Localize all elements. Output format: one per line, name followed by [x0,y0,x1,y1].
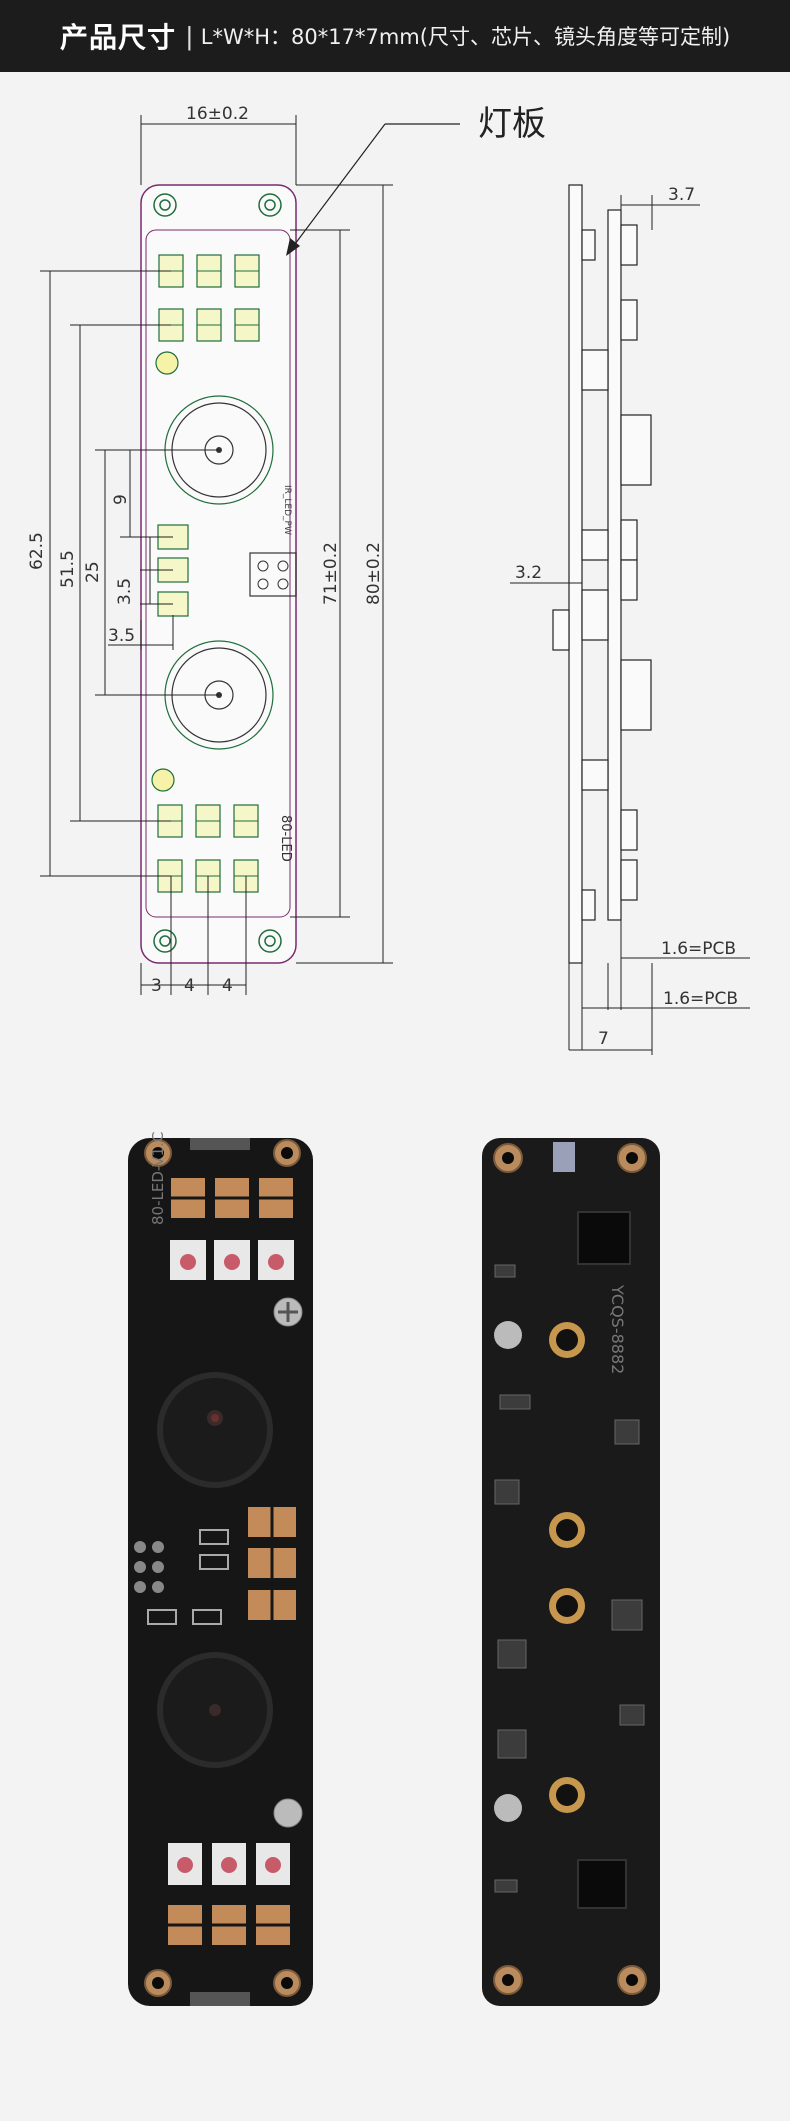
callout-arrow [286,123,460,256]
dim-80: 80±0.2 [364,542,384,605]
dim-9: 9 [111,494,131,505]
side-pcb-2 [607,209,622,921]
title-bar: 产品尺寸 | L*W*H：80*17*7mm(尺寸、芯片、镜头角度等可定制) [0,0,790,72]
dim-side-pcb-2: 1.6=PCB [663,989,738,1009]
back-components [494,1264,645,1893]
front-switch-pins [134,1541,164,1593]
side-drawing: 3.7 3.2 1.6=PCB 1.6=PCB 7 [510,184,750,1055]
dim-51-5: 51.5 [58,550,78,588]
dim-side-3-7: 3.7 [668,185,695,205]
back-screw-head-top [494,1321,522,1349]
back-board [482,1138,660,2006]
dim-side-3-2: 3.2 [515,563,542,583]
front-bottom-connector [190,1992,250,2006]
front-lens-1 [157,1372,273,1488]
back-ic-top [577,1211,631,1265]
dim-3-5-vertical: 3.5 [115,578,135,605]
screw-square [249,552,297,597]
front-board [128,1138,313,2006]
back-board-photo: YCQS-8882 [482,1138,660,2006]
front-board-photo: 80-LED-V1.C [128,1132,313,2006]
board-inner-outline [145,229,291,918]
callout-label: 灯板 [478,104,546,144]
bottom-sensor-led [151,768,175,792]
dim-side-7: 7 [598,1029,609,1049]
header-separator: | [186,20,193,51]
dim-bottom-4b: 4 [222,976,233,996]
front-screw-bottom [273,1798,303,1828]
mount-holes [153,193,282,953]
back-sensor-chip [553,1142,575,1172]
dim-bottom-4a: 4 [184,976,195,996]
front-bottom-ir-leds [168,1843,290,1885]
front-lens-2 [157,1652,273,1768]
header-spec: L*W*H：80*17*7mm(尺寸、芯片、镜头角度等可定制) [200,25,731,49]
board-silk-bottom: 80-LED [278,815,293,862]
dimension-lines [40,115,393,995]
board-silk-top: IR_LED_PW [282,485,292,535]
back-silk-text: YCQS-8882 [608,1284,627,1374]
front-drawing: IR_LED_PW 80-LED [27,104,546,996]
front-silk-text: 80-LED-V1.C [149,1132,167,1225]
header-title: 产品尺寸 [60,21,177,54]
side-dimension-lines [510,195,750,1055]
front-top-ir-leds [170,1240,294,1280]
back-screws [549,1322,585,1813]
side-pcb-1 [568,184,583,964]
back-ic-bottom [577,1859,627,1909]
dim-71: 71±0.2 [321,542,341,605]
dim-width: 16±0.2 [186,104,249,124]
dim-62-5: 62.5 [27,532,47,570]
side-components [552,224,652,921]
top-sensor-led [155,351,179,375]
back-screw-head [494,1794,522,1822]
front-top-connector [190,1138,250,1150]
dim-3-5-horizontal: 3.5 [108,626,135,646]
dim-side-pcb-1: 1.6=PCB [661,939,736,959]
dim-bottom-3: 3 [151,976,162,996]
dim-25: 25 [83,561,103,583]
